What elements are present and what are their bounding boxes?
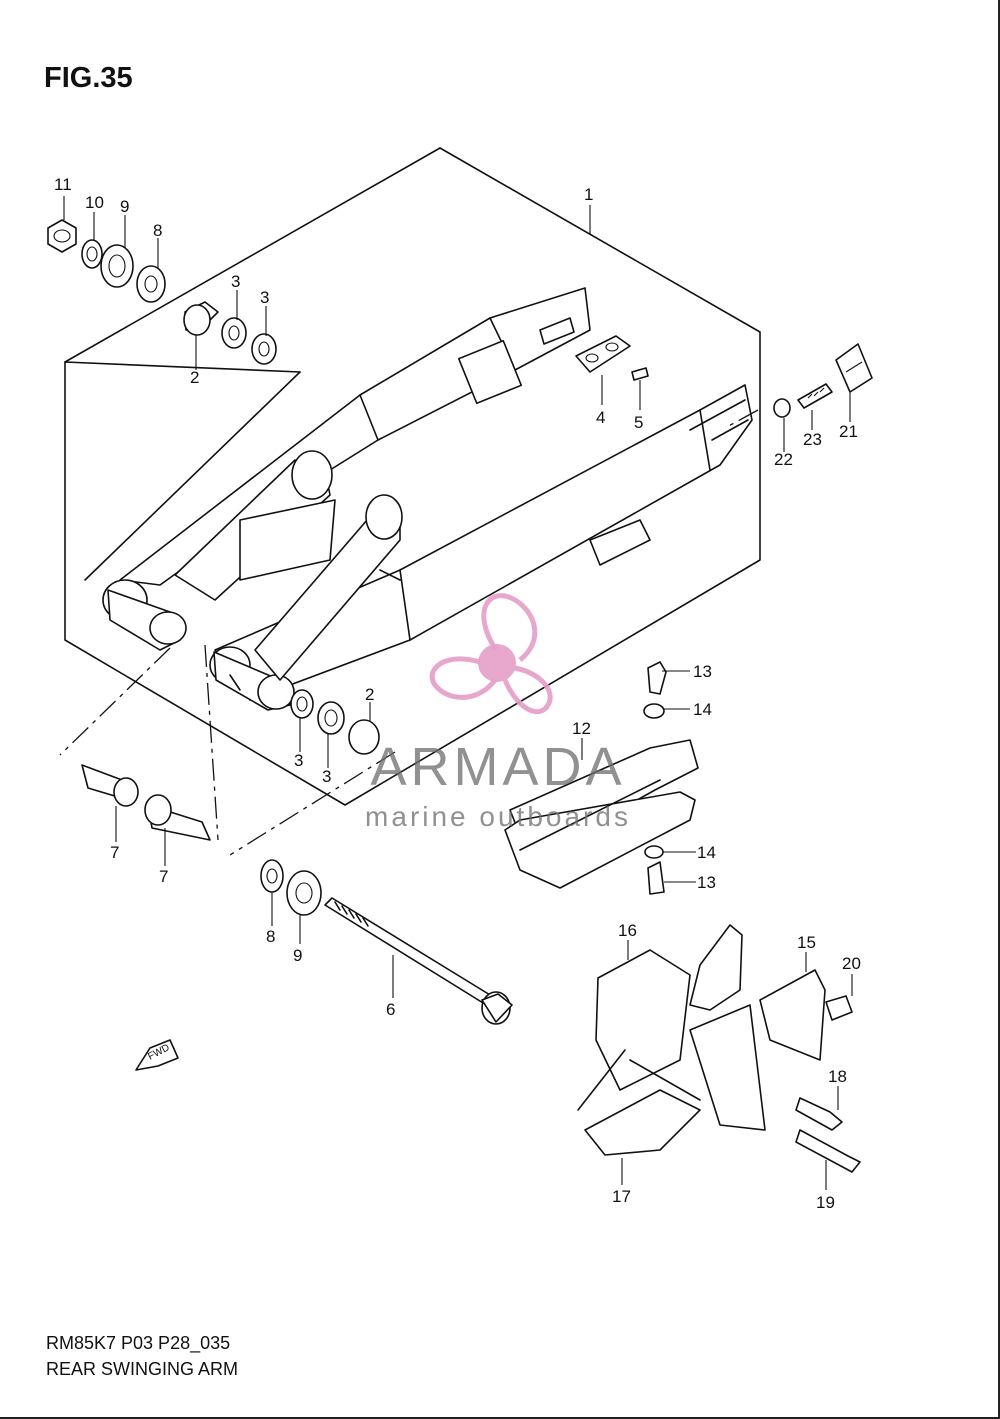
callout-17: 17: [612, 1187, 631, 1206]
callout-20: 20: [842, 954, 861, 973]
axle-adjuster: [773, 343, 873, 418]
adjuster-plate: [575, 335, 649, 381]
callout-4: 4: [596, 408, 605, 427]
watermark: ARMADA marine outboards: [365, 593, 631, 832]
pivot-hardware-top: [47, 219, 277, 365]
pivot-hardware-bottom: [81, 689, 380, 916]
callout-16: 16: [618, 921, 637, 940]
swinging-arm: [102, 287, 753, 711]
watermark-tagline: marine outboards: [365, 801, 631, 832]
callout-5: 5: [634, 413, 643, 432]
callout-10: 10: [85, 193, 104, 212]
assembly-lines: [59, 409, 759, 856]
propeller-logo-icon: [429, 593, 553, 715]
callout-14: 14: [693, 700, 712, 719]
guide-bracket: [577, 924, 861, 1173]
callout-22: 22: [774, 450, 793, 469]
callout-15: 15: [797, 933, 816, 952]
callout-13: 13: [693, 662, 712, 681]
callout-3: 3: [322, 767, 331, 786]
callout-12: 12: [572, 719, 591, 738]
callout-3: 3: [260, 288, 269, 307]
callout-8: 8: [153, 221, 162, 240]
callout-6: 6: [386, 1000, 395, 1019]
callout-23: 23: [803, 430, 822, 449]
callout-3: 3: [231, 272, 240, 291]
diagram-code: RM85K7 P03 P28_035: [46, 1333, 231, 1353]
leader-lines: [63, 196, 853, 1190]
callout-13: 13: [697, 873, 716, 892]
watermark-brand: ARMADA: [370, 737, 625, 797]
callout-9: 9: [293, 946, 302, 965]
callout-2: 2: [365, 685, 374, 704]
assembly-outline: [64, 147, 761, 806]
callout-8: 8: [266, 927, 275, 946]
callout-labels: 1 2 2 3 3 3 3 4 5 6 7 7 8 8 9 9 10 11 12…: [54, 175, 861, 1212]
fwd-arrow-icon: FWD: [135, 1039, 179, 1071]
callout-21: 21: [839, 422, 858, 441]
callout-1: 1: [584, 185, 593, 204]
figure-title: FIG.35: [44, 62, 133, 94]
callout-18: 18: [828, 1067, 847, 1086]
diagram-description: REAR SWINGING ARM: [46, 1359, 239, 1379]
callout-2: 2: [190, 368, 199, 387]
callout-7: 7: [110, 843, 119, 862]
pivot-shaft: [324, 897, 513, 1025]
callout-14: 14: [697, 843, 716, 862]
callout-3: 3: [294, 751, 303, 770]
chain-slider: [504, 661, 699, 895]
callout-19: 19: [816, 1193, 835, 1212]
callout-9: 9: [120, 197, 129, 216]
callout-7: 7: [159, 867, 168, 886]
callout-11: 11: [54, 175, 72, 194]
